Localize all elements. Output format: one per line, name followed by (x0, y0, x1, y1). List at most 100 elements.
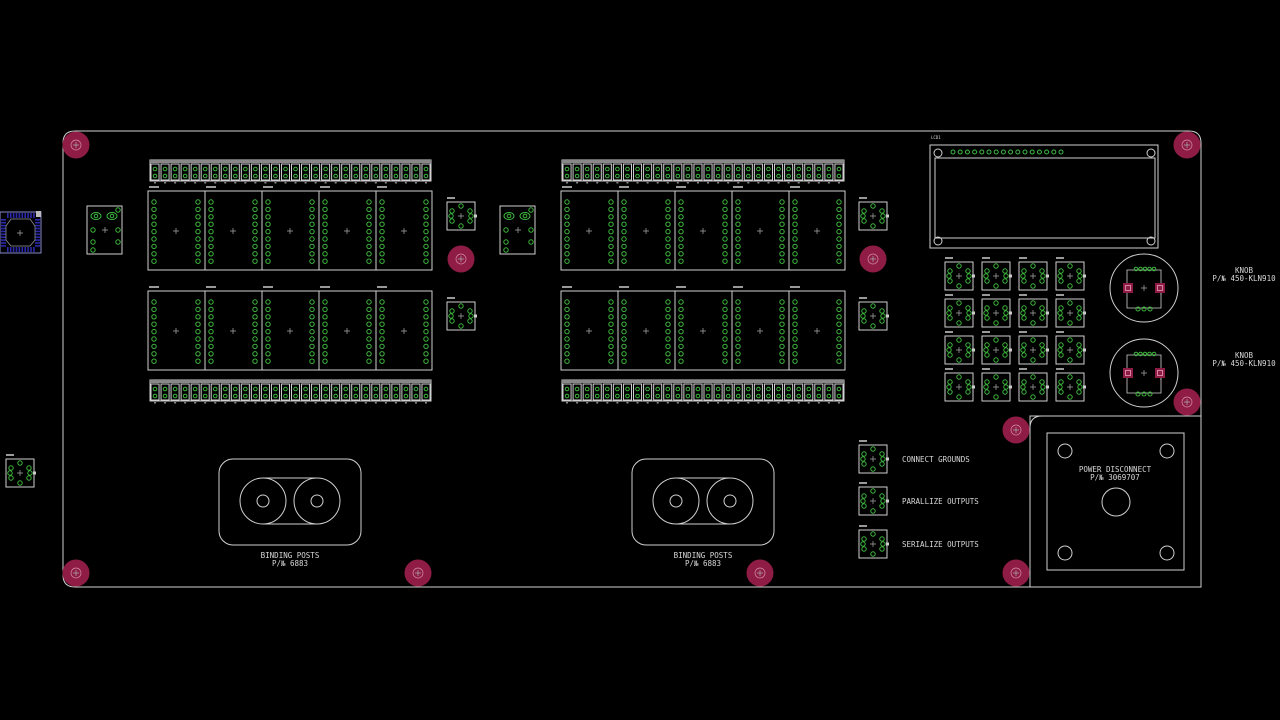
terminal-label-mark (837, 402, 840, 404)
pad (756, 386, 761, 392)
pad (243, 393, 248, 399)
pad (379, 351, 385, 357)
switch-ref-mark (6, 454, 14, 456)
pad (506, 213, 512, 219)
pad (984, 389, 990, 395)
pad (522, 213, 528, 219)
terminal-label-mark (676, 402, 679, 404)
module-ref-mark (790, 286, 800, 288)
terminal-label-mark (606, 402, 609, 404)
pad (423, 358, 429, 364)
pad (956, 337, 962, 343)
terminal-label-mark (787, 182, 790, 184)
pad (208, 328, 214, 335)
pad (1040, 347, 1046, 353)
terminal (763, 383, 774, 401)
terminal (653, 383, 663, 401)
pad (608, 243, 614, 250)
terminal (321, 383, 331, 401)
pad (608, 321, 614, 327)
pad (947, 315, 953, 321)
pad (172, 166, 178, 172)
pad (309, 214, 315, 220)
chip-pin (33, 213, 35, 218)
module-center (230, 228, 236, 234)
switch-pin1-mark (1009, 274, 1012, 278)
terminal-label-mark (817, 182, 820, 184)
pad (946, 310, 952, 316)
pad (574, 166, 580, 172)
chip-pin (35, 230, 40, 233)
pad (735, 258, 741, 264)
pad (1003, 273, 1009, 279)
terminal-strip-bottom-left-body (149, 379, 432, 402)
pad (309, 299, 315, 305)
pad (212, 393, 218, 399)
switch-ref-mark (945, 294, 953, 296)
terminal-label-mark (646, 182, 649, 184)
terminal-label-mark (214, 402, 217, 404)
terminal-label-mark (626, 182, 629, 184)
chip-pin (18, 213, 21, 218)
pad (564, 358, 570, 364)
pad (403, 386, 409, 392)
pad (1067, 300, 1073, 306)
switch-ref-mark (982, 294, 990, 296)
pad (735, 321, 741, 327)
pad (202, 173, 208, 179)
terminal-label-mark (566, 402, 569, 404)
terminal (270, 383, 280, 401)
chip-pin (35, 242, 40, 244)
pad (665, 328, 671, 335)
pad (208, 351, 214, 357)
pad (594, 393, 600, 399)
pad (665, 393, 671, 399)
terminal-label-mark (606, 182, 609, 184)
pad (1003, 310, 1009, 316)
pad (983, 273, 989, 279)
pad (423, 393, 429, 399)
pad (1138, 266, 1143, 272)
pad (322, 321, 328, 327)
pad (806, 173, 812, 179)
pad (162, 393, 168, 399)
pad (947, 268, 953, 274)
chip-pin (12, 213, 15, 218)
power-section-outline (1029, 415, 1202, 588)
pad (675, 393, 681, 399)
pad (1051, 149, 1057, 155)
module-ref-mark (206, 186, 216, 188)
pad (8, 465, 14, 471)
origin-cross (102, 227, 108, 233)
pad (564, 166, 570, 172)
power-disconnect-mount-hole (1057, 545, 1073, 561)
pad (735, 236, 741, 242)
pad (947, 278, 953, 284)
pad (984, 305, 990, 311)
pad (605, 173, 610, 179)
mounting-hole-center (1184, 142, 1190, 148)
terminal (693, 383, 703, 401)
terminal-label-mark (274, 182, 277, 184)
pad (879, 451, 885, 457)
mounting-hole-center (1184, 399, 1190, 405)
pad (746, 166, 751, 172)
pad (564, 199, 570, 205)
pad (816, 173, 822, 179)
terminal-label-mark (586, 182, 589, 184)
module-center (401, 228, 407, 234)
pad (879, 318, 885, 324)
pad (322, 236, 328, 242)
pad (725, 166, 731, 172)
pad (152, 386, 158, 392)
knob-top-pn: P/№ 450-KLN910 (1212, 274, 1276, 283)
origin-cross (870, 456, 876, 462)
pad (836, 386, 842, 392)
pad (685, 386, 691, 392)
switch-ref-mark (859, 440, 867, 442)
terminal (683, 163, 693, 181)
pad (946, 273, 952, 279)
pad (503, 239, 509, 245)
pad (343, 166, 348, 172)
terminal (572, 383, 582, 401)
